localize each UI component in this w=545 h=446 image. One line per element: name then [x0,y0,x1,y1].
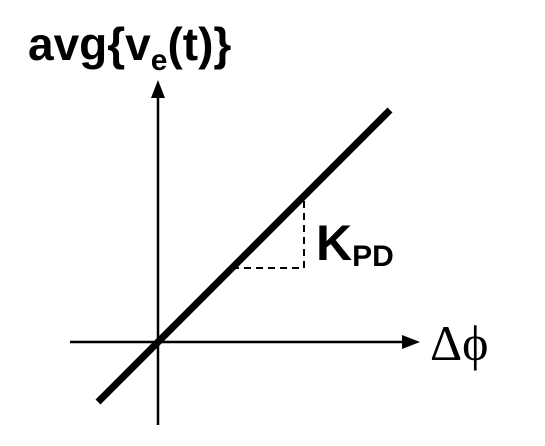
y-axis-label-prefix: avg{v [28,18,151,70]
characteristic-line [95,107,393,405]
y-axis-arrowhead [151,80,165,98]
y-axis-label-subscript: e [151,44,168,77]
x-axis-label: Δϕ [430,315,488,371]
y-axis-label-suffix: (t)} [167,18,231,70]
x-axis-arrowhead [402,335,420,349]
gain-label-subscript: PD [352,240,394,273]
y-axis-label: avg{ve(t)} [28,18,231,77]
gain-label: KPD [316,215,394,273]
gain-label-main: K [316,215,352,271]
